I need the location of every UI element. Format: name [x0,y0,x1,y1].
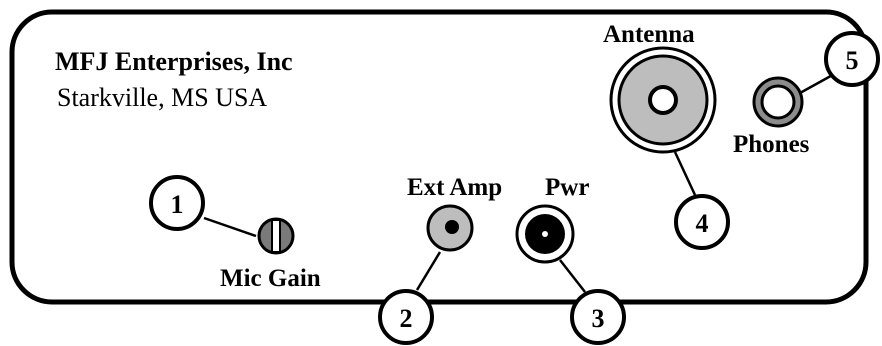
svg-text:1: 1 [171,190,184,219]
mic-gain-knob [257,217,295,255]
callout-4: 4 [674,194,730,250]
svg-text:4: 4 [696,209,709,238]
svg-text:3: 3 [592,304,605,333]
mic-gain-label: Mic Gain [220,265,321,292]
company-location: Starkville, MS USA [57,83,267,112]
phones-jack [752,76,804,128]
antenna-connector [609,46,717,154]
ext-amp-label: Ext Amp [407,174,502,201]
callout-1: 1 [149,175,205,231]
ext-amp-jack [426,204,474,252]
svg-text:5: 5 [846,46,859,75]
callout-3: 3 [570,289,626,345]
svg-text:2: 2 [400,304,413,333]
antenna-label: Antenna [603,21,695,48]
phones-label: Phones [733,131,810,158]
callout-1-leader [203,216,257,238]
pwr-label: Pwr [545,174,589,201]
callout-5: 5 [824,31,880,87]
callout-2-leader [415,251,442,291]
company-name: MFJ Enterprises, Inc [55,47,293,76]
callout-4-leader [673,151,697,196]
callout-3-leader [559,259,586,293]
callout-2: 2 [378,289,434,345]
pwr-jack [515,204,575,264]
